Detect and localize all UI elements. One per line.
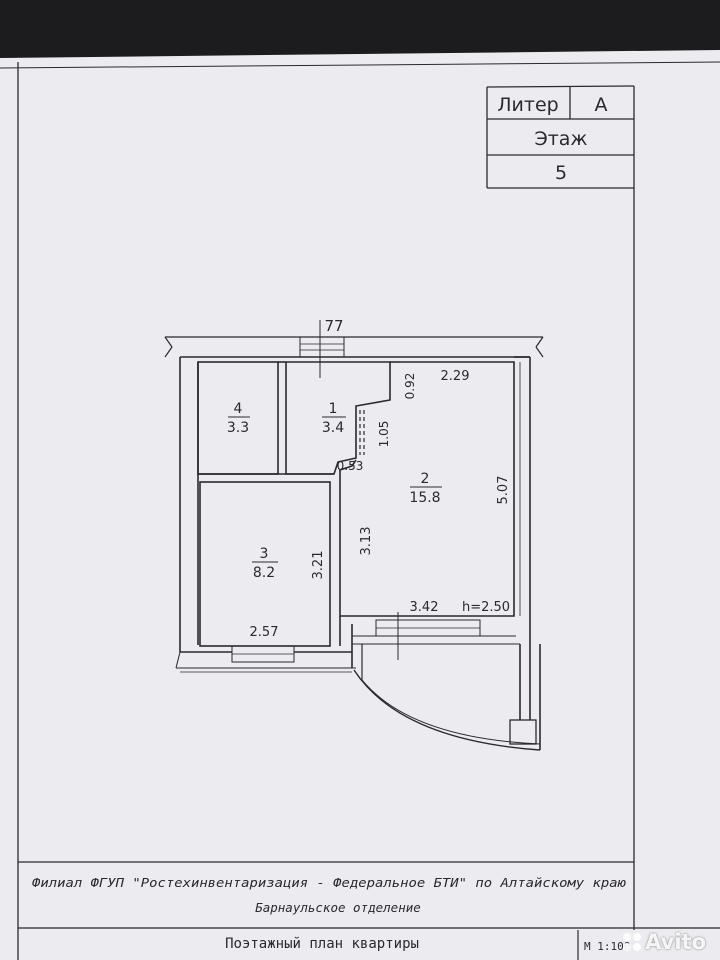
dim-0-92: 0.92 <box>403 373 417 400</box>
room-3-area: 8.2 <box>253 565 275 581</box>
paper-sheet <box>0 50 720 960</box>
dim-0-53: 0.53 <box>337 459 364 473</box>
branch-line: Барнаульское отделение <box>255 900 421 915</box>
room-2-area: 15.8 <box>409 490 440 506</box>
liter-value: А <box>595 94 608 116</box>
room-4-area: 3.3 <box>227 420 249 436</box>
room-1-label: 1 3.4 <box>322 401 346 436</box>
dim-2-57: 2.57 <box>250 625 279 640</box>
dim-3-13: 3.13 <box>359 527 374 556</box>
room-2-number: 2 <box>421 471 430 487</box>
floor-label: Этаж <box>534 128 587 150</box>
dim-3-21: 3.21 <box>311 551 326 580</box>
room-1-area: 3.4 <box>322 420 344 436</box>
room-3-number: 3 <box>260 546 269 562</box>
plan-title: Поэтажный план квартиры <box>225 936 419 952</box>
room-3-label: 3 8.2 <box>252 546 278 581</box>
sheet-frame <box>0 61 720 960</box>
room-4-label: 4 3.3 <box>227 401 250 436</box>
room-1-number: 1 <box>329 401 338 417</box>
dim-2-29: 2.29 <box>441 369 470 384</box>
title-block <box>486 85 635 189</box>
dim-5-07: 5.07 <box>496 476 511 505</box>
scale-label: М 1:100 <box>584 940 630 953</box>
room-2-label: 2 15.8 <box>409 471 442 506</box>
top-dimension-label: 77 <box>324 317 343 335</box>
dim-1-05: 1.05 <box>377 421 391 448</box>
avito-watermark: Avito <box>623 930 706 954</box>
org-line: Филиал ФГУП "Ростехинвентаризация - Феде… <box>32 875 627 890</box>
floor-value: 5 <box>555 162 567 184</box>
liter-label: Литер <box>497 94 558 116</box>
dim-3-42: 3.42 <box>410 600 439 615</box>
room-4-number: 4 <box>234 401 243 417</box>
floor-plan <box>164 320 544 751</box>
avito-logo-icon <box>623 933 642 951</box>
watermark-text: Avito <box>645 930 706 954</box>
ceiling-height: h=2.50 <box>462 600 510 615</box>
